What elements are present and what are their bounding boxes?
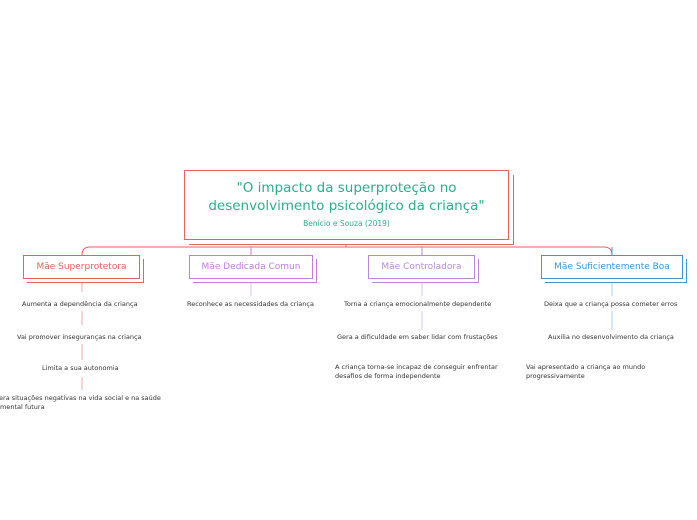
connector-bus <box>81 246 613 256</box>
leaf-item[interactable]: Limita a sua autonomia <box>42 364 119 372</box>
leaf-item[interactable]: A criança torna-se incapaz de conseguir … <box>335 363 498 380</box>
branch-mae-dedicada-comun[interactable]: Mãe Dedicada Comun <box>189 255 313 279</box>
leaf-item[interactable]: Auxilia no desenvolvimento da criança <box>548 333 674 341</box>
branch-mae-suficientemente-boa[interactable]: Mãe Suficientemente Boa <box>541 255 683 279</box>
branch-mae-controladora[interactable]: Mãe Controladora <box>368 255 475 279</box>
root-node[interactable]: "O impacto da superproteção no desenvolv… <box>184 170 509 240</box>
leaf-item[interactable]: Reconhece as necessidades da criança <box>187 300 314 308</box>
root-subtitle: Benício e Souza (2019) <box>303 219 390 228</box>
leaf-item[interactable]: Torna a criança emocionalmente dependent… <box>344 300 492 308</box>
branch-mae-superprotetora[interactable]: Mãe Superprotetora <box>23 255 140 279</box>
leaf-item[interactable]: Aumenta a dependência da criança <box>22 300 138 308</box>
leaf-item[interactable]: Gera situações negativas na vida social … <box>0 394 161 411</box>
root-title: "O impacto da superproteção no desenvolv… <box>208 180 485 214</box>
leaf-item[interactable]: Vai promover inseguranças na criança <box>17 333 142 341</box>
leaf-item[interactable]: Vai apresentado a criança ao mundo progr… <box>526 363 646 380</box>
leaf-item[interactable]: Deixa que a criança possa cometer erros <box>544 300 678 308</box>
leaf-item[interactable]: Gera a dificuldade em saber lidar com fr… <box>337 333 498 341</box>
